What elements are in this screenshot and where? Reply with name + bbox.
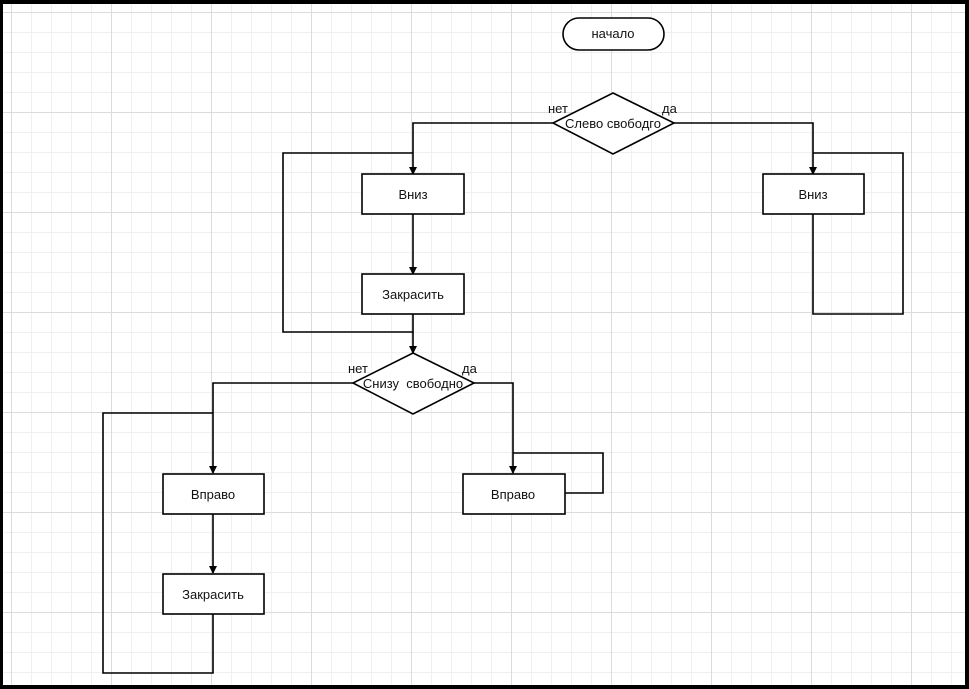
decision-left-free-label: Слево свободго [565,116,661,131]
loop-left2 [102,412,214,674]
process-zakrasit-bottom[interactable] [162,573,265,615]
start-label: начало [591,26,634,41]
loop-right1 [812,152,904,315]
process-vniz-left-label: Вниз [398,187,427,202]
no-label-2: нет [348,361,368,376]
process-zakrasit-top[interactable] [361,273,465,315]
process-vpravo-right-label: Вправо [491,487,535,502]
loop-left1 [282,152,414,333]
flowchart-svg: начало Слево свободго нет да Вниз Закрас… [102,17,904,674]
decision-left-free[interactable] [551,92,676,155]
process-vpravo-left[interactable] [162,473,265,515]
process-vpravo-left-label: Вправо [191,487,235,502]
yes-label-2: да [462,361,478,376]
edge-no2 [209,382,353,474]
edge-no1 [409,122,553,175]
decision-below-free-label: Снизу свободно [363,376,463,391]
start-terminator[interactable] [562,17,665,51]
flowchart-canvas: начало Слево свободго нет да Вниз Закрас… [3,4,965,685]
yes-label-1: да [662,101,678,116]
process-vniz-left[interactable] [361,173,465,215]
no-label-1: нет [548,101,568,116]
decision-below-free[interactable] [351,352,476,415]
edge-yes2 [474,382,517,474]
process-vniz-right[interactable] [762,173,865,215]
process-zakrasit-bottom-label: Закрасить [182,587,244,602]
process-vpravo-right[interactable] [462,473,566,515]
loop-right2 [513,452,604,494]
edge-yes1 [674,122,817,175]
process-vniz-right-label: Вниз [798,187,827,202]
process-zakrasit-top-label: Закрасить [382,287,444,302]
